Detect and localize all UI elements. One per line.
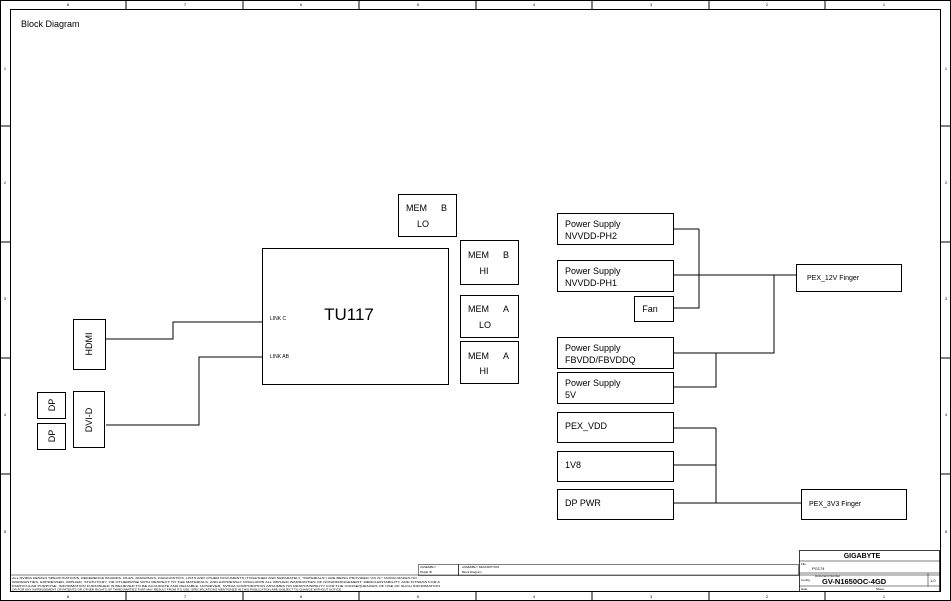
link-ab-label: LINK AB	[270, 354, 290, 360]
mem-channel: B	[503, 250, 509, 260]
hdmi-connector: HDMI	[73, 319, 106, 370]
dvi-label: DVI-D	[84, 407, 94, 432]
revision: 1.0	[930, 578, 936, 583]
power-title: Power Supply	[565, 266, 621, 276]
row-label: 1	[945, 66, 948, 71]
pex-vdd-block: PEX_VDD	[557, 412, 674, 443]
power-rail: FBVDD/FBVDDQ	[565, 355, 636, 365]
row-label: 5	[4, 529, 7, 534]
company-name: GIGABYTE	[844, 553, 881, 560]
disclaimer-line: PARTICULAR PURPOSE. INFORMATION FURNISHE…	[12, 584, 440, 588]
dp-connector-2: DP	[37, 423, 66, 450]
pex-3v3-finger: PEX_3V3 Finger	[801, 489, 907, 520]
mem-half: HI	[480, 266, 489, 276]
col-label: 1	[883, 2, 886, 7]
power-title: Power Supply	[565, 343, 621, 353]
dp-pwr-label: DP PWR	[565, 498, 601, 508]
1v8-block: 1V8	[557, 451, 674, 482]
mem-channel: A	[503, 351, 509, 361]
fan-block: Fan	[634, 296, 674, 322]
mem-channel: B	[441, 203, 447, 213]
mem-label: MEM	[406, 203, 427, 213]
sheet-label: Sheet	[876, 587, 884, 591]
col-label: 1	[883, 594, 886, 599]
fan-label: Fan	[642, 304, 658, 314]
page-id-label: PAGE ID	[420, 570, 433, 574]
dp1-label: DP	[47, 399, 57, 412]
row-label: 4	[4, 412, 7, 417]
mem-a-lo-block: MEM A LO	[460, 295, 519, 338]
power-fbvdd: Power Supply FBVDD/FBVDDQ	[557, 337, 674, 369]
col-label: 2	[766, 2, 769, 7]
mem-label: MEM	[468, 351, 489, 361]
mem-channel: A	[503, 304, 509, 314]
gpu-name: TU117	[324, 305, 374, 324]
dvi-connector: DVI-D	[73, 391, 105, 448]
pex-3v3-label: PEX_3V3 Finger	[809, 501, 862, 508]
row-label: 1	[4, 66, 7, 71]
col-label: 5	[417, 2, 420, 7]
power-nvvdd-ph1: Power Supply NVVDD-PH1	[557, 260, 674, 292]
row-label: 4	[945, 412, 948, 417]
mem-half: LO	[417, 219, 429, 229]
disclaimer-line: OR FOR ANY INFRINGEMENT OF PATENTS OR OT…	[12, 588, 342, 592]
row-label: 3	[945, 296, 948, 301]
gpu-block: TU117 LINK C LINK AB	[262, 248, 449, 385]
col-label: 7	[184, 594, 187, 599]
col-label: 6	[300, 2, 303, 7]
dp-pwr-block: DP PWR	[557, 489, 674, 520]
col-label: 4	[533, 2, 536, 7]
pex-12v-label: PEX_12V Finger	[807, 275, 860, 282]
project-code: PG174	[812, 566, 825, 571]
col-label: 8	[67, 2, 70, 7]
power-nvvdd-ph2: Power Supply NVVDD-PH2	[557, 213, 674, 245]
assembly-label: ASSEMBLY	[420, 565, 436, 569]
power-title: Power Supply	[565, 378, 621, 388]
row-label: 2	[4, 180, 7, 185]
link-c-label: LINK C	[270, 316, 287, 322]
config-label: Config	[801, 578, 810, 582]
pex-12v-finger: PEX_12V Finger	[796, 264, 902, 292]
row-label: 5	[945, 529, 948, 534]
col-label: 5	[417, 594, 420, 599]
sheet-title: Block Diagram	[21, 19, 80, 29]
doc-num-label: Document Number	[815, 574, 840, 578]
mem-a-hi-block: MEM A HI	[460, 341, 519, 384]
power-rail: NVVDD-PH1	[565, 278, 617, 288]
date-label: Date	[801, 587, 808, 591]
col-label: 2	[766, 594, 769, 599]
col-label: 4	[533, 594, 536, 599]
file-label: File	[801, 562, 806, 566]
connection-wires	[106, 228, 801, 504]
board-model: GV-N1650OC-4GD	[822, 577, 887, 586]
row-label: 3	[4, 296, 7, 301]
disclaimer-line: ALL NVIDIA DESIGN SPECIFICATIONS, REFERE…	[12, 576, 417, 580]
dp2-label: DP	[47, 430, 57, 443]
power-rail: 5V	[565, 390, 576, 400]
doc-label: ASSEMBLY DESCRIPTION	[462, 565, 499, 569]
col-label: 3	[650, 2, 653, 7]
pex-vdd-label: PEX_VDD	[565, 421, 608, 431]
mem-label: MEM	[468, 304, 489, 314]
col-label: 7	[184, 2, 187, 7]
title-block: ALL NVIDIA DESIGN SPECIFICATIONS, REFERE…	[11, 550, 940, 592]
col-label: 8	[67, 594, 70, 599]
dp-connector-1: DP	[37, 392, 66, 419]
mem-half: HI	[480, 366, 489, 376]
power-5v: Power Supply 5V	[557, 372, 674, 404]
row-label: 2	[945, 180, 948, 185]
mem-label: MEM	[468, 250, 489, 260]
power-rail: NVVDD-PH2	[565, 231, 617, 241]
power-title: Power Supply	[565, 219, 621, 229]
mem-b-lo-block: MEM B LO	[398, 194, 457, 237]
1v8-label: 1V8	[565, 460, 581, 470]
mem-half: LO	[479, 320, 491, 330]
disclaimer-line: WARRANTIES, EXPRESSED, IMPLIED, STATUTOR…	[12, 580, 440, 584]
col-label: 6	[300, 594, 303, 599]
col-label: 3	[650, 594, 653, 599]
hdmi-label: HDMI	[84, 333, 94, 356]
mem-b-hi-block: MEM B HI	[460, 240, 519, 285]
doc-value: Block Diagram	[462, 570, 482, 574]
